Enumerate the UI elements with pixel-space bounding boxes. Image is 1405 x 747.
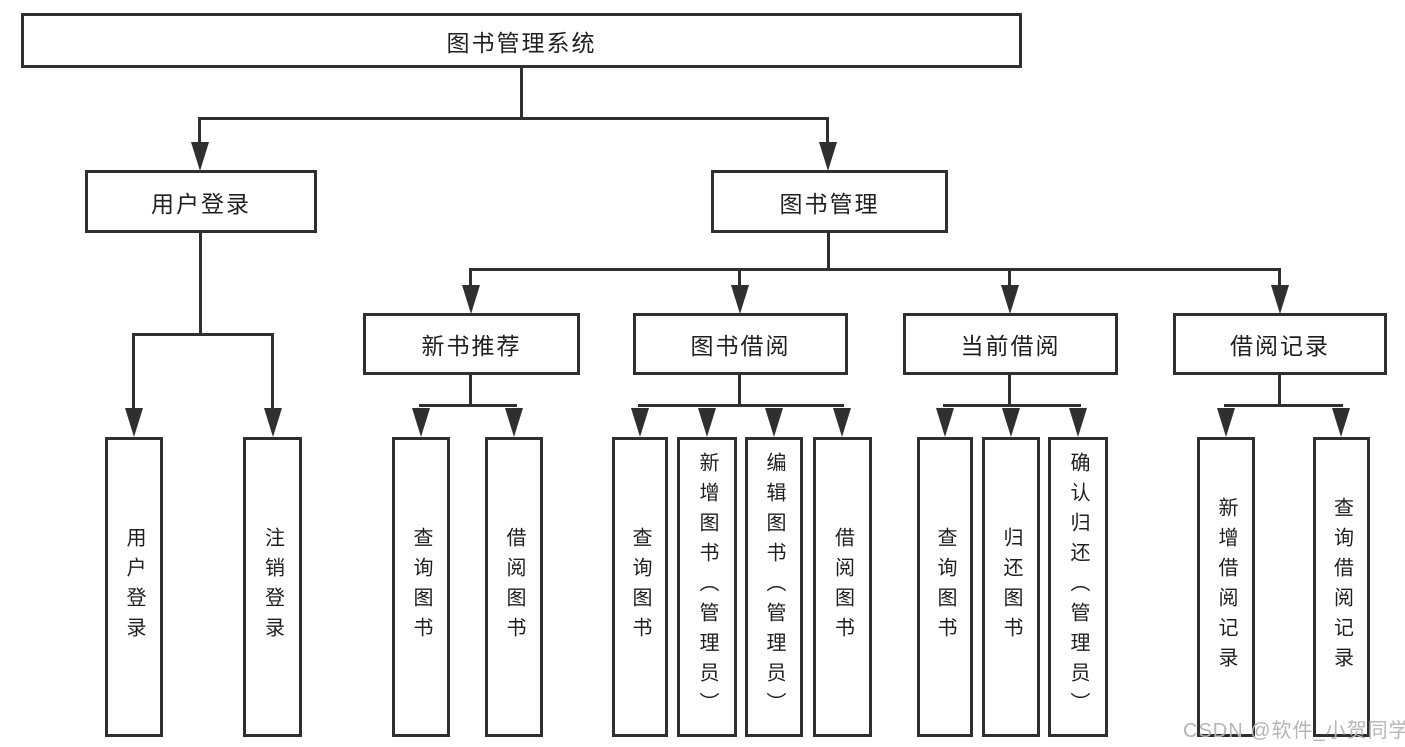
leaf-confirm-return-admin: 确认归还（管理员） <box>1048 437 1108 737</box>
connector-line <box>638 404 844 407</box>
arrow-down-icon <box>936 408 954 437</box>
connector-line <box>132 333 274 336</box>
leaf-logout-label: 注销登录 <box>261 527 284 647</box>
arrow-down-icon <box>462 285 480 314</box>
connector-line <box>1008 375 1011 407</box>
arrow-down-icon <box>731 285 749 314</box>
node-book-borrow-label: 图书借阅 <box>690 333 791 359</box>
arrow-down-icon <box>1069 408 1087 437</box>
leaf-query-books-recommend: 查询图书 <box>392 437 450 737</box>
node-root: 图书管理系统 <box>21 13 1022 68</box>
leaf-confirm-return-admin-label: 确认归还（管理员） <box>1067 452 1089 722</box>
arrow-down-icon <box>125 408 143 437</box>
arrow-down-icon <box>1217 408 1235 437</box>
arrow-down-icon <box>264 408 282 437</box>
leaf-query-books-borrow-label: 查询图书 <box>629 527 651 647</box>
leaf-query-books-recommend-label: 查询图书 <box>410 527 432 647</box>
arrow-down-icon <box>765 408 783 437</box>
connector-line <box>1008 269 1011 286</box>
connector-line <box>419 404 517 407</box>
connector-line <box>469 268 1281 271</box>
connector-line <box>943 404 1081 407</box>
leaf-logout: 注销登录 <box>243 437 302 737</box>
node-new-book-recommend-label: 新书推荐 <box>421 333 522 359</box>
connector-line <box>469 269 472 286</box>
node-current-borrow-label: 当前借阅 <box>960 333 1061 359</box>
leaf-query-books-borrow: 查询图书 <box>612 437 668 737</box>
node-current-borrow: 当前借阅 <box>903 313 1118 375</box>
connector-line <box>198 118 201 144</box>
leaf-add-borrow-record-label: 新增借阅记录 <box>1215 497 1237 677</box>
leaf-add-borrow-record: 新增借阅记录 <box>1197 437 1255 737</box>
leaf-edit-book-admin: 编辑图书（管理员） <box>745 437 803 737</box>
connector-line <box>199 233 202 336</box>
connector-line <box>520 68 523 119</box>
leaf-query-books-current: 查询图书 <box>917 437 973 737</box>
arrow-down-icon <box>819 142 837 171</box>
arrow-down-icon <box>1332 408 1350 437</box>
leaf-query-borrow-record-label: 查询借阅记录 <box>1330 497 1353 677</box>
connector-line <box>826 118 829 144</box>
connector-line <box>738 375 741 407</box>
connector-line <box>738 269 741 286</box>
connector-line <box>827 233 830 270</box>
arrow-down-icon <box>698 408 716 437</box>
node-book-management-label: 图书管理 <box>779 190 880 217</box>
arrow-down-icon <box>833 408 851 437</box>
leaf-return-book: 归还图书 <box>982 437 1040 737</box>
connector-line <box>1224 404 1343 407</box>
leaf-borrow-books-borrow: 借阅图书 <box>813 437 872 737</box>
node-root-label: 图书管理系统 <box>446 29 597 56</box>
arrow-down-icon <box>1001 285 1019 314</box>
arrow-down-icon <box>1002 408 1020 437</box>
watermark: CSDN @软件_小贺同学 <box>1183 720 1405 742</box>
leaf-user-login-label: 用户登录 <box>123 527 145 647</box>
arrow-down-icon <box>191 142 209 171</box>
node-borrow-records: 借阅记录 <box>1173 313 1387 375</box>
connector-line <box>198 117 829 120</box>
leaf-edit-book-admin-label: 编辑图书（管理员） <box>763 452 785 722</box>
connector-line <box>132 334 135 410</box>
node-book-borrow: 图书借阅 <box>633 313 848 375</box>
connector-line <box>469 375 472 407</box>
node-user-login-label: 用户登录 <box>151 190 251 217</box>
node-borrow-records-label: 借阅记录 <box>1230 333 1330 359</box>
node-new-book-recommend: 新书推荐 <box>363 313 580 375</box>
leaf-add-book-admin-label: 新增图书（管理员） <box>696 452 718 722</box>
leaf-query-books-current-label: 查询图书 <box>934 527 956 647</box>
leaf-borrow-books-recommend: 借阅图书 <box>485 437 543 737</box>
node-user-login: 用户登录 <box>85 170 317 233</box>
arrow-down-icon <box>412 408 430 437</box>
leaf-add-book-admin: 新增图书（管理员） <box>677 437 737 737</box>
connector-line <box>1278 269 1281 286</box>
leaf-borrow-books-recommend-label: 借阅图书 <box>503 527 525 647</box>
arrow-down-icon <box>1271 285 1289 314</box>
arrow-down-icon <box>631 408 649 437</box>
leaf-user-login: 用户登录 <box>105 437 163 737</box>
leaf-borrow-books-borrow-label: 借阅图书 <box>831 527 854 647</box>
connector-line <box>271 334 274 410</box>
connector-line <box>1278 375 1281 407</box>
arrow-down-icon <box>505 408 523 437</box>
node-book-management: 图书管理 <box>711 170 948 233</box>
leaf-query-borrow-record: 查询借阅记录 <box>1313 437 1370 737</box>
leaf-return-book-label: 归还图书 <box>1000 527 1022 647</box>
